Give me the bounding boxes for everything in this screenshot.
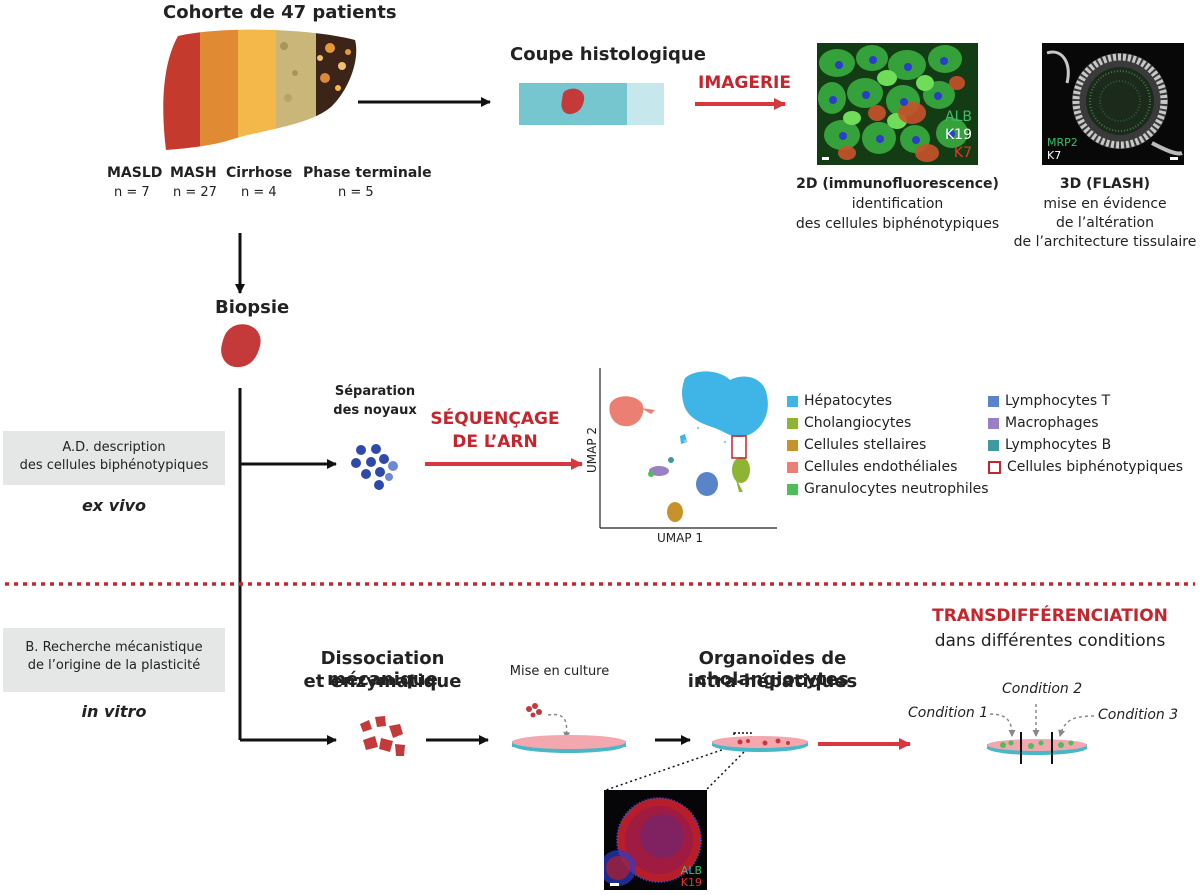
cond1-arrow <box>989 713 1016 737</box>
legend-item-hepatocytes: Hépatocytes <box>787 390 989 412</box>
legend-label: Lymphocytes T <box>1005 393 1111 409</box>
condition-2-label: Condition 2 <box>1002 681 1083 697</box>
condition-3-label: Condition 3 <box>1098 707 1179 723</box>
legend-swatch <box>787 417 798 429</box>
umap-ylabel: UMAP 2 <box>585 426 599 474</box>
condition-1-label: Condition 1 <box>908 705 989 721</box>
immunofluorescence-2d-image: ALB K19 K7 <box>817 43 978 165</box>
legend-item-t-cells: Lymphocytes T <box>988 390 1183 412</box>
section-b-box: B. Recherche mécanistique de l’origine d… <box>3 628 225 692</box>
legend-item-cholangiocytes: Cholangiocytes <box>787 412 989 434</box>
image3d-desc-3: de l’architecture tissulaire <box>1013 234 1197 250</box>
transdifferentiation-dish <box>987 732 1087 764</box>
legend-label: Granulocytes neutrophiles <box>804 481 989 497</box>
conditions-label: dans différentes conditions <box>934 631 1166 651</box>
marker-mrp2: MRP2 <box>1047 136 1078 149</box>
marker-alb-organoid: ALB <box>680 864 702 877</box>
stage-label-phase-terminale: Phase terminale <box>303 165 432 181</box>
legend-item-macrophages: Macrophages <box>988 412 1183 434</box>
culture-label: Mise en culture <box>509 664 610 679</box>
cohort-title: Cohorte de 47 patients <box>163 2 397 23</box>
marker-k19-organoid: K19 <box>680 876 702 889</box>
stage-label-masld: MASLD <box>107 165 163 181</box>
section-b-line-2: de l’origine de la plasticité <box>27 658 201 673</box>
nuclei-label-2: des noyaux <box>333 403 417 418</box>
legend-label: Hépatocytes <box>804 393 893 409</box>
marker-k7-3d: K7 <box>1047 149 1062 162</box>
image3d-title: 3D (FLASH) <box>1059 176 1151 192</box>
nuclei-label-1: Séparation <box>334 384 416 399</box>
marker-k19: K19 <box>945 127 972 143</box>
image2d-desc-1: identification <box>851 196 944 212</box>
stage-label-mash: MASH <box>170 165 217 181</box>
section-a-line-2: des cellules biphénotypiques <box>19 458 209 473</box>
marker-k7: K7 <box>953 145 972 161</box>
image3d-desc-2: de l’altération <box>1055 215 1154 231</box>
legend-swatch <box>988 395 999 407</box>
legend-label: Cellules endothéliales <box>804 459 958 475</box>
culture-fragments-icon <box>526 703 542 718</box>
dissociation-label-2: et enzymatique <box>303 671 462 692</box>
organoid-image: ALB K19 <box>604 790 707 890</box>
tissue-section-icon <box>561 88 585 115</box>
sequencing-label-1: SÉQUENÇAGE <box>430 409 560 429</box>
stage-count-cirrhose: n = 4 <box>241 185 277 200</box>
dissociation-label-1: Dissociation mécanique <box>320 648 445 690</box>
culture-dish <box>512 735 626 753</box>
legend-swatch <box>988 417 999 429</box>
marker-alb: ALB <box>945 109 972 125</box>
stage-count-phase-terminale: n = 5 <box>338 185 374 200</box>
biopsy-icon <box>221 324 261 368</box>
organoid-dish <box>712 736 808 752</box>
histology-title: Coupe histologique <box>510 44 706 65</box>
histology-slide <box>519 83 664 125</box>
stage-count-masld: n = 7 <box>114 185 150 200</box>
legend-swatch <box>988 460 1001 474</box>
umap-xlabel: UMAP 1 <box>656 531 704 545</box>
legend-label: Cellules stellaires <box>804 437 927 453</box>
section-a-box: A.D. description des cellules biphénotyp… <box>3 431 225 485</box>
culture-drop-arrow <box>547 713 571 739</box>
legend-item-b-cells: Lymphocytes B <box>988 434 1183 456</box>
stage-count-mash: n = 27 <box>173 185 217 200</box>
legend-swatch <box>787 461 798 473</box>
legend-swatch <box>787 439 798 451</box>
cond3-arrow <box>1058 715 1095 737</box>
imaging-label: IMAGERIE <box>698 73 791 93</box>
stage-label-cirrhose: Cirrhose <box>226 165 293 181</box>
legend-item-endothelial: Cellules endothéliales <box>787 456 989 478</box>
section-a-line-1: A.D. description <box>62 440 166 455</box>
legend-swatch <box>988 439 999 451</box>
ex-vivo-label: ex vivo <box>81 496 147 515</box>
legend-item-stellate: Cellules stellaires <box>787 434 989 456</box>
legend-label: Cellules biphénotypiques <box>1007 459 1184 475</box>
biopsy-label: Biopsie <box>215 297 290 318</box>
legend-item-neutrophils: Granulocytes neutrophiles <box>787 478 989 500</box>
section-b-line-1: B. Recherche mécanistique <box>25 640 203 655</box>
liver-illustration <box>163 29 357 150</box>
legend-left: Hépatocytes Cholangiocytes Cellules stel… <box>787 390 989 500</box>
legend-swatch <box>787 483 798 495</box>
legend-right: Lymphocytes T Macrophages Lymphocytes B … <box>988 390 1183 478</box>
tissue-fragments-icon <box>360 716 405 756</box>
nuclei-icon <box>351 444 398 490</box>
sequencing-label-2: DE L’ARN <box>452 432 538 452</box>
organoids-label-2: intra-hépatiques <box>687 671 858 692</box>
legend-label: Lymphocytes B <box>1005 437 1112 453</box>
legend-label: Macrophages <box>1005 415 1099 431</box>
transdifferentiation-label: TRANSDIFFÉRENCIATION <box>932 606 1168 626</box>
legend-swatch <box>787 395 798 407</box>
umap-plot <box>599 368 777 529</box>
image3d-desc-1: mise en évidence <box>1043 196 1167 212</box>
image2d-title: 2D (immunofluorescence) <box>796 176 999 192</box>
legend-item-biphenotypic: Cellules biphénotypiques <box>988 456 1183 478</box>
zoom-line-right <box>705 744 752 791</box>
organoids-label-1: Organoïdes de cholangiocytes <box>696 648 849 690</box>
image2d-desc-2: des cellules biphénotypiques <box>795 216 1000 232</box>
flash-3d-image: MRP2 K7 <box>1042 43 1184 165</box>
legend-label: Cholangiocytes <box>804 415 912 431</box>
in-vitro-label: in vitro <box>81 702 147 721</box>
